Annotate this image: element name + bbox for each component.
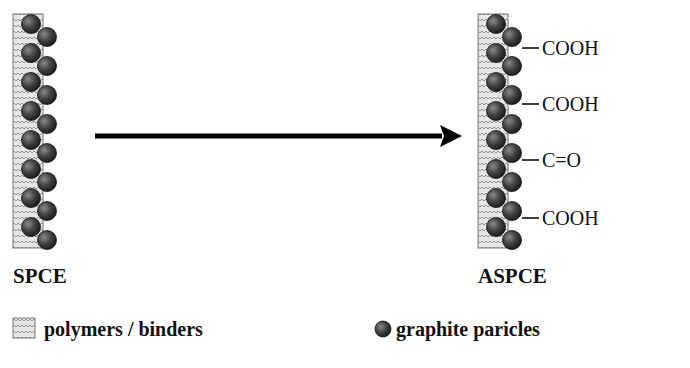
graphite-particle <box>503 231 522 250</box>
graphite-particle <box>38 86 57 105</box>
electrode-label: SPCE <box>13 264 67 289</box>
graphite-particle <box>22 73 41 92</box>
graphite-particle <box>22 189 41 208</box>
graphite-particle <box>503 173 522 192</box>
graphite-particle <box>38 28 57 47</box>
graphite-particle <box>503 202 522 221</box>
graphite-particle <box>487 131 506 150</box>
electrode-label: ASPCE <box>478 264 547 289</box>
electrode: ASPCE <box>478 14 524 248</box>
graphite-particle <box>487 189 506 208</box>
graphite-particle <box>487 44 506 63</box>
graphite-particles <box>22 15 57 250</box>
graphite-particle <box>487 218 506 237</box>
graphite-particle <box>503 144 522 163</box>
graphite-particle <box>38 57 57 76</box>
graphite-particle <box>503 115 522 134</box>
graphite-particles <box>487 15 522 250</box>
legend-text: graphite paricles <box>396 319 540 339</box>
legend-swatch <box>13 318 35 338</box>
bond-lines <box>522 48 539 218</box>
graphite-particle <box>38 115 57 134</box>
graphite-particle <box>503 57 522 76</box>
graphite-particle <box>22 102 41 121</box>
legend-swatch <box>375 321 391 337</box>
graphite-particle <box>38 231 57 250</box>
functional-group: C=O <box>542 150 581 170</box>
functional-group: COOH <box>542 38 599 58</box>
graphite-particle <box>487 102 506 121</box>
functional-group: COOH <box>542 94 599 114</box>
graphite-particle <box>487 15 506 34</box>
graphite-particle <box>22 131 41 150</box>
graphite-particle <box>22 44 41 63</box>
electrode: SPCE <box>13 14 59 248</box>
graphite-particle <box>22 218 41 237</box>
graphite-particle <box>38 173 57 192</box>
graphite-particle <box>38 144 57 163</box>
graphite-particle <box>503 86 522 105</box>
graphite-particle <box>22 160 41 179</box>
legend-text: polymers / binders <box>44 319 203 339</box>
graphite-particle <box>503 28 522 47</box>
graphite-particle <box>487 160 506 179</box>
graphite-particle <box>38 202 57 221</box>
functional-group: COOH <box>542 208 599 228</box>
process-arrow <box>95 125 462 147</box>
graphite-particle <box>487 73 506 92</box>
graphite-particle <box>22 15 41 34</box>
